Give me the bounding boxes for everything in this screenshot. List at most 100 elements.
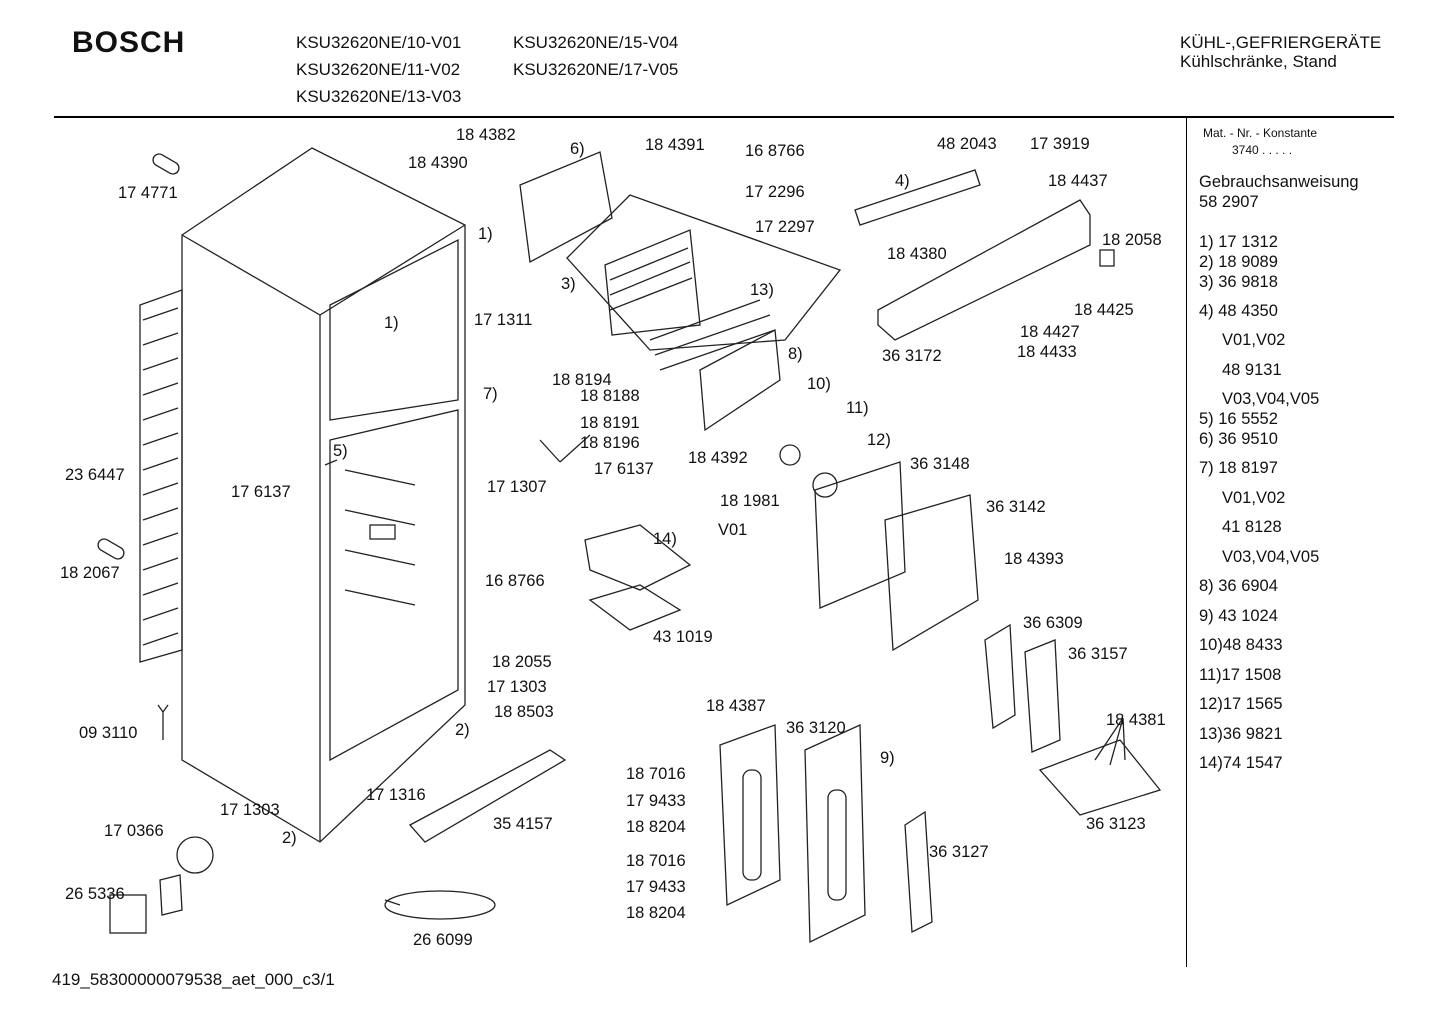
part-label: 18 4427 xyxy=(1020,323,1080,341)
part-label: 17 9433 xyxy=(626,792,686,810)
freezer-evaporator xyxy=(519,151,842,371)
part-label: 18 8191 xyxy=(580,414,640,432)
model-number: KSU32620NE/13-V03 xyxy=(296,87,462,106)
part-label: 18 8196 xyxy=(580,434,640,452)
part-label: 18 7016 xyxy=(626,852,686,870)
part-label: 16 8766 xyxy=(485,572,545,590)
drawer-top xyxy=(584,524,692,591)
part-label: 18 2058 xyxy=(1102,231,1162,249)
part-label: 8) xyxy=(788,345,803,363)
part-label: 18 8194 xyxy=(552,371,612,389)
model-number: KSU32620NE/17-V05 xyxy=(513,60,679,79)
part-label: 17 6137 xyxy=(594,460,654,478)
material-number-value: 3740 . . . . . xyxy=(1232,143,1293,157)
part-label: 36 3148 xyxy=(910,455,970,473)
part-label: 2) xyxy=(455,721,470,739)
part-label: 48 2043 xyxy=(937,135,997,153)
part-label: 7) xyxy=(483,385,498,403)
part-label: 11) xyxy=(846,399,869,417)
manual-number: 58 2907 xyxy=(1199,193,1259,211)
part-label: 18 4433 xyxy=(1017,343,1077,361)
part-label: 18 8188 xyxy=(580,387,640,405)
part-label: 36 6309 xyxy=(1023,614,1083,632)
part-label: 18 1981 xyxy=(720,492,780,510)
part-label: 17 9433 xyxy=(626,878,686,896)
parts-list-item: 8) 36 6904 xyxy=(1199,577,1278,595)
part-label: 17 6137 xyxy=(231,483,291,501)
part-label: 26 5336 xyxy=(65,885,125,903)
part-label: 13) xyxy=(750,281,774,299)
part-label: 09 3110 xyxy=(79,724,138,742)
part-label: 1) xyxy=(384,314,399,332)
parts-list-item: 13)36 9821 xyxy=(1199,725,1283,743)
part-label: 23 6447 xyxy=(65,466,125,484)
parts-list-item: 12)17 1565 xyxy=(1199,695,1283,713)
control-panel xyxy=(854,169,1115,341)
part-label: 18 4391 xyxy=(645,136,705,154)
part-label: 18 4380 xyxy=(887,245,947,263)
parts-list-item: 7) 18 8197 xyxy=(1199,459,1278,477)
part-label: 18 2055 xyxy=(492,653,552,671)
part-label: 17 1303 xyxy=(487,678,547,696)
part-label: 1) xyxy=(478,225,493,243)
part-label: 14) xyxy=(653,530,677,548)
parts-list-item: 48 9131 xyxy=(1222,361,1282,379)
parts-list-item: 3) 36 9818 xyxy=(1199,273,1278,291)
part-label: 5) xyxy=(333,442,348,460)
fan-motor xyxy=(109,836,214,934)
condenser-coil xyxy=(139,289,183,663)
parts-list-item: 6) 36 9510 xyxy=(1199,430,1278,448)
part-label: 17 1303 xyxy=(220,801,280,819)
sidebar-divider xyxy=(1186,117,1187,967)
brand-logo: BOSCH xyxy=(72,26,186,59)
part-label: V01 xyxy=(718,521,748,539)
part-label: 17 1311 xyxy=(474,311,533,329)
roller-part xyxy=(152,153,180,175)
parts-list-item: 9) 43 1024 xyxy=(1199,607,1278,625)
part-label: 18 4390 xyxy=(408,154,468,172)
part-label: 18 2067 xyxy=(60,564,120,582)
power-cord xyxy=(384,890,496,920)
parts-list-item: V01,V02 xyxy=(1222,489,1286,507)
part-label: 43 1019 xyxy=(653,628,713,646)
parts-list-item: 4) 48 4350 xyxy=(1199,302,1278,320)
part-label: 4) xyxy=(895,172,910,190)
manual-label: Gebrauchsanweisung xyxy=(1199,173,1359,191)
part-label: 12) xyxy=(867,431,891,449)
part-label: 17 2296 xyxy=(745,183,805,201)
part-label: 17 0366 xyxy=(104,822,164,840)
header-divider xyxy=(54,116,1394,118)
part-label: 18 4425 xyxy=(1074,301,1134,319)
category-title: KÜHL-,GEFRIERGERÄTE xyxy=(1180,33,1382,52)
part-label: 10) xyxy=(807,375,831,393)
part-label: 18 4392 xyxy=(688,449,748,467)
part-label: 17 3919 xyxy=(1030,135,1090,153)
fan-cover xyxy=(779,444,979,652)
part-label: 18 8503 xyxy=(494,703,554,721)
part-label: 36 3172 xyxy=(882,347,942,365)
part-label: 17 2297 xyxy=(755,218,815,236)
part-label: 36 3142 xyxy=(986,498,1046,516)
drawer-bottom xyxy=(588,584,682,631)
parts-list-item: V01,V02 xyxy=(1222,331,1286,349)
parts-list-item: 11)17 1508 xyxy=(1199,666,1282,684)
document-id: 419_58300000079538_aet_000_c3/1 xyxy=(52,970,335,989)
part-label: 36 3157 xyxy=(1068,645,1128,663)
rear-panel xyxy=(699,328,781,432)
parts-list-item: 5) 16 5552 xyxy=(1199,410,1278,428)
part-label: 16 8766 xyxy=(745,142,805,160)
parts-list-item: 1) 17 1312 xyxy=(1199,233,1278,251)
category-subtitle: Kühlschränke, Stand xyxy=(1180,52,1337,71)
kick-plate xyxy=(408,749,567,843)
side-guards xyxy=(984,623,1162,816)
parts-list-item: 10)48 8433 xyxy=(1199,636,1283,654)
part-label: 17 1316 xyxy=(366,786,426,804)
model-number: KSU32620NE/15-V04 xyxy=(513,33,679,52)
part-label: 18 4437 xyxy=(1048,172,1108,190)
part-label: 18 7016 xyxy=(626,765,686,783)
part-label: 18 4382 xyxy=(456,126,516,144)
part-label: 35 4157 xyxy=(493,815,553,833)
parts-list-item: V03,V04,V05 xyxy=(1222,390,1320,408)
part-label: 3) xyxy=(561,275,576,293)
